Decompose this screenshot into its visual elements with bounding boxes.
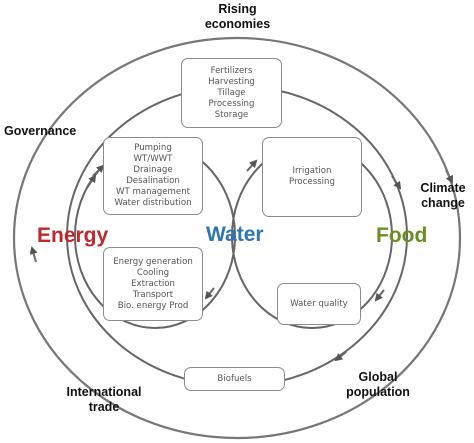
- box-water-quality: Water quality: [277, 283, 361, 325]
- item-tillage: Tillage: [217, 87, 246, 98]
- label-economies: economies: [204, 17, 271, 31]
- item-pumping: Pumping: [134, 143, 172, 153]
- arrow-energy-to-top: [92, 164, 105, 177]
- box-food-energy-activities: Fertilizers Harvesting Tillage Processin…: [181, 58, 282, 128]
- item-fertilizers: Fertilizers: [210, 65, 253, 76]
- item-harvesting: Harvesting: [208, 76, 255, 87]
- box-water-for-energy: Pumping WT/WWT Drainage Desalination WT …: [103, 137, 203, 215]
- label-population: population: [346, 385, 410, 399]
- item-storage: Storage: [214, 109, 249, 120]
- arrow-left-lobe-down: [204, 287, 215, 300]
- node-water: Water: [206, 223, 264, 246]
- item-wt-wwt: WT/WWT: [133, 154, 173, 164]
- arrow-outer-right: [445, 169, 453, 184]
- label-global: Global: [358, 370, 398, 384]
- arrow-water-to-right-lobe: [246, 159, 258, 172]
- box-energy-for-water: Energy generation Cooling Extraction Tra…: [103, 247, 203, 321]
- item-drainage: Drainage: [133, 165, 173, 175]
- item-food-processing: Processing: [289, 177, 335, 187]
- item-water-quality: Water quality: [290, 298, 348, 309]
- item-energy-generation: Energy generation: [113, 256, 193, 267]
- item-desalination: Desalination: [126, 176, 180, 186]
- label-trade: trade: [88, 400, 120, 414]
- item-water-distribution: Water distribution: [114, 198, 192, 208]
- node-food: Food: [376, 224, 428, 247]
- item-cooling: Cooling: [136, 267, 170, 278]
- item-bio-energy-prod: Bio. energy Prod: [117, 300, 189, 311]
- arrow-outer-left: [29, 246, 38, 263]
- arrow-outer-bottom: [334, 351, 347, 362]
- label-international-trade: International trade: [58, 385, 150, 415]
- item-processing: Processing: [208, 98, 255, 109]
- arrow-right-lobe-down: [374, 289, 385, 302]
- arrow-top-to-food: [391, 175, 402, 190]
- label-rising: Rising: [218, 2, 257, 16]
- node-energy: Energy: [37, 224, 109, 247]
- item-irrigation: Irrigation: [292, 166, 332, 176]
- item-extraction: Extraction: [131, 278, 175, 289]
- label-global-population: Global population: [338, 370, 418, 400]
- item-wt-management: WT management: [115, 187, 191, 197]
- arrow-energy-to-water: [86, 174, 97, 189]
- item-biofuels: Biofuels: [217, 373, 252, 384]
- label-change: change: [421, 196, 465, 210]
- label-climate: Climate: [420, 181, 466, 195]
- label-governance: Governance: [4, 124, 77, 138]
- label-climate-change: Climate change: [414, 181, 472, 211]
- box-biofuels: Biofuels: [184, 367, 285, 391]
- item-transport: Transport: [132, 289, 174, 300]
- label-international: International: [66, 385, 142, 399]
- outer-ring: [12, 36, 462, 440]
- box-water-for-food: Irrigation Processing: [262, 137, 362, 217]
- label-rising-economies: Rising economies: [190, 2, 285, 32]
